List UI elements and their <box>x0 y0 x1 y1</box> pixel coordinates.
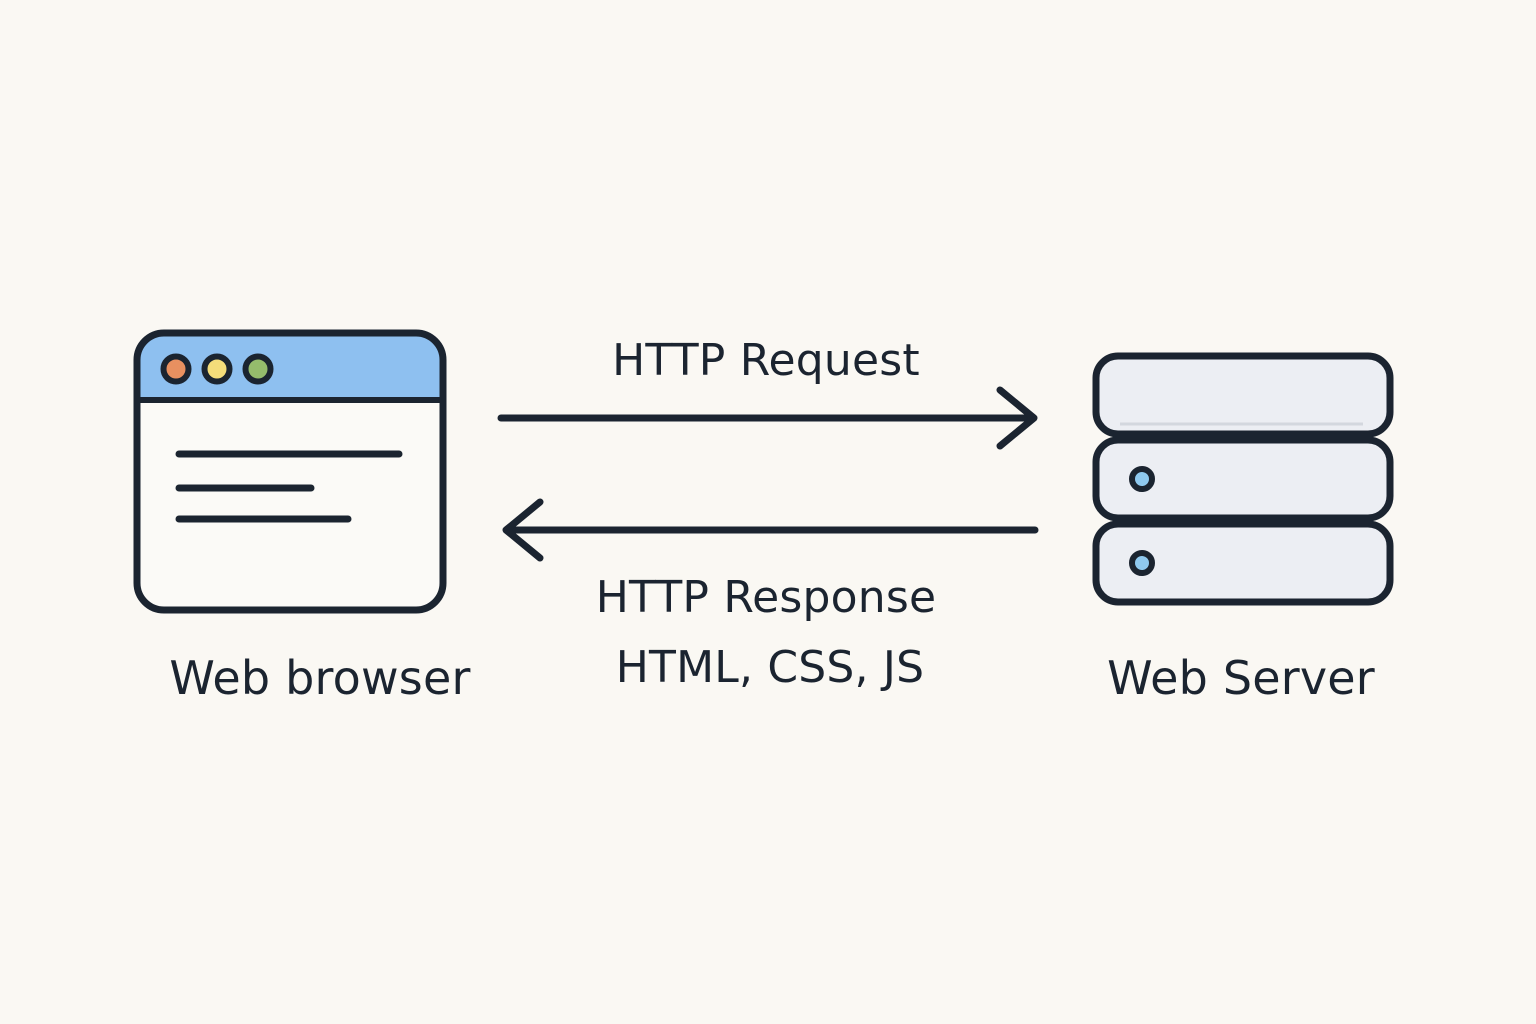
http-request-label: HTTP Request <box>612 335 920 386</box>
server-node-label: Web Server <box>1107 651 1375 705</box>
http-response-arrow <box>502 498 1039 562</box>
browser-node-label: Web browser <box>169 651 470 705</box>
maximize-dot[interactable] <box>242 353 274 385</box>
browser-content-lines <box>175 450 403 523</box>
server-unit-middle-body <box>1092 436 1394 522</box>
server-rack-icon[interactable] <box>1092 352 1394 606</box>
browser-titlebar-dots <box>160 353 274 385</box>
browser-body <box>137 400 443 610</box>
server-unit-top-body <box>1092 352 1394 438</box>
http-request-arrow <box>497 386 1038 450</box>
server-led-bottom-icon <box>1129 550 1155 576</box>
response-payload-label: HTML, CSS, JS <box>616 642 924 693</box>
server-unit-bottom-body <box>1092 520 1394 606</box>
server-unit-bottom <box>1092 520 1394 606</box>
http-response-label: HTTP Response <box>596 572 937 623</box>
server-unit-middle <box>1092 436 1394 522</box>
request-arrow-head-icon <box>996 386 1038 450</box>
response-arrow-head-icon <box>502 498 544 562</box>
close-dot[interactable] <box>160 353 192 385</box>
server-led-middle-icon <box>1129 466 1155 492</box>
server-unit-top <box>1092 352 1394 438</box>
browser-window-icon[interactable] <box>133 329 447 614</box>
browser-frame <box>133 329 447 614</box>
minimize-dot[interactable] <box>201 353 233 385</box>
